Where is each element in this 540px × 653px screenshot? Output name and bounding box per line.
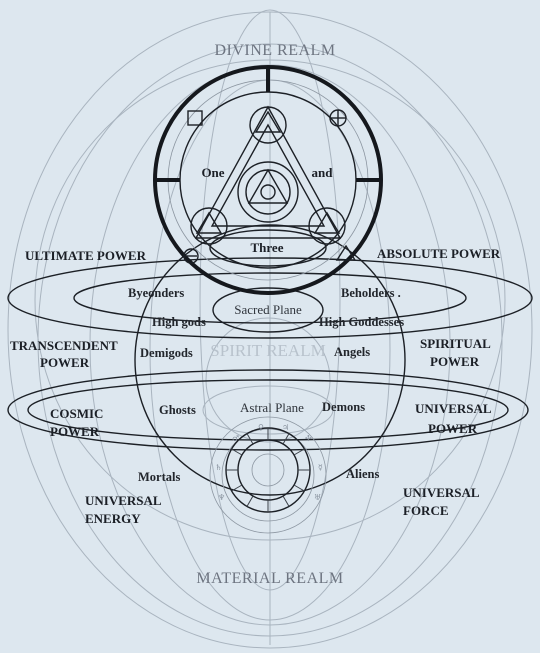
ghosts-label: Ghosts	[159, 403, 196, 417]
absolute-power-label: ABSOLUTE POWER	[377, 246, 501, 261]
zodiac-glyph: ♃	[282, 423, 289, 432]
center-circle-outer	[237, 161, 299, 223]
universal-force-label-line1: UNIVERSAL	[403, 485, 480, 500]
trinity-one-label: One	[201, 165, 224, 180]
trinity-triangle	[194, 105, 342, 239]
transcendent-power-label-line2: POWER	[40, 355, 90, 370]
cosmic-power-label-line2: POWER	[50, 424, 100, 439]
zodiac-glyph: ☿	[318, 463, 323, 472]
zodiac-spoke	[231, 448, 243, 456]
demigods-label: Demigods	[140, 346, 193, 360]
zodiac-spoke	[282, 495, 290, 507]
square-symbol-icon	[187, 110, 203, 126]
circle-cross-symbol-icon	[329, 109, 347, 127]
triangle-symbol-icon	[335, 244, 357, 261]
eye-dot-icon	[260, 184, 276, 200]
universal-energy-label-line2: ENERGY	[85, 511, 141, 526]
trinity-inner-triangle	[210, 123, 326, 227]
high-goddesses-label: High Goddesses	[319, 315, 404, 329]
zodiac-spoke	[293, 484, 305, 492]
sacred-plane-core-ellipse	[212, 287, 324, 333]
divine-outer-ring	[153, 65, 383, 295]
spirit-realm-label: SPIRIT REALM	[210, 341, 325, 360]
divine-emblem	[153, 65, 383, 295]
sacred-plane-inner-ellipse	[73, 272, 467, 324]
universal-force-label-line2: FORCE	[403, 503, 449, 518]
high-gods-label: High gods	[152, 315, 206, 329]
zodiac-glyph: ♄	[215, 463, 222, 472]
zodiac-wheel-icon: ♂ ♀ ♃ ✣ ♄ ☿ ♆ ♅	[209, 416, 327, 534]
sacred-plane-label: Sacred Plane	[234, 302, 302, 317]
universal-energy-label-line1: UNIVERSAL	[85, 493, 162, 508]
trinity-small-triangle-left	[195, 211, 223, 234]
trinity-small-triangle-top	[254, 110, 282, 133]
sacred-plane-outer-ellipse	[7, 257, 533, 339]
zodiac-glyph: ♂	[232, 434, 239, 443]
zodiac-glyph: ✣	[305, 434, 312, 443]
universal-power-label-line1: UNIVERSAL	[415, 401, 492, 416]
beholders-label: Beholders .	[341, 286, 401, 300]
inner-spirit-circle	[205, 317, 331, 443]
circle-minus-symbol-icon	[183, 248, 199, 264]
cosmic-power-label-line1: COSMIC	[50, 406, 103, 421]
mortals-label: Mortals	[138, 470, 180, 484]
zodiac-spoke	[246, 433, 254, 445]
center-circle-inner	[245, 169, 291, 215]
zodiac-glyph: ♆	[218, 493, 225, 502]
aliens-label: Aliens	[346, 467, 379, 481]
angels-label: Angels	[334, 345, 370, 359]
zodiac-spoke	[231, 484, 243, 492]
spiritual-power-label-line1: SPIRITUAL	[420, 336, 491, 351]
three-ellipse	[209, 229, 327, 267]
byeonders-label: Byeonders	[128, 286, 184, 300]
zodiac-glyph: ♅	[314, 493, 321, 502]
astral-plane-label: Astral Plane	[240, 400, 304, 415]
demons-label: Demons	[322, 400, 365, 414]
transcendent-power-label-line1: TRANSCENDENT	[10, 338, 118, 353]
spirit-circle	[134, 224, 406, 496]
eye-triangle-symbol-icon	[247, 168, 289, 204]
zodiac-spoke	[293, 448, 305, 456]
trinity-and-label: and	[312, 165, 334, 180]
universal-power-label-line2: POWER	[428, 421, 478, 436]
ultimate-power-label: ULTIMATE POWER	[25, 248, 147, 263]
trinity-three-label: Three	[251, 240, 284, 255]
trinity-small-triangle-right	[313, 211, 341, 234]
zodiac-core	[251, 453, 285, 487]
zodiac-spokes	[226, 428, 310, 512]
outer-ellipses	[7, 9, 533, 649]
spiritual-power-label-line2: POWER	[430, 354, 480, 369]
material-realm-label: MATERIAL REALM	[196, 570, 343, 587]
zodiac-spoke	[246, 495, 254, 507]
divine-realm-label: DIVINE REALM	[214, 42, 335, 59]
zodiac-glyph: ♀	[258, 423, 264, 432]
zodiac-outer-ring	[209, 416, 327, 534]
zodiac-spoke	[282, 433, 290, 445]
astral-plane-outer-ellipse	[7, 369, 529, 451]
zodiac-inner-ring	[237, 439, 299, 501]
